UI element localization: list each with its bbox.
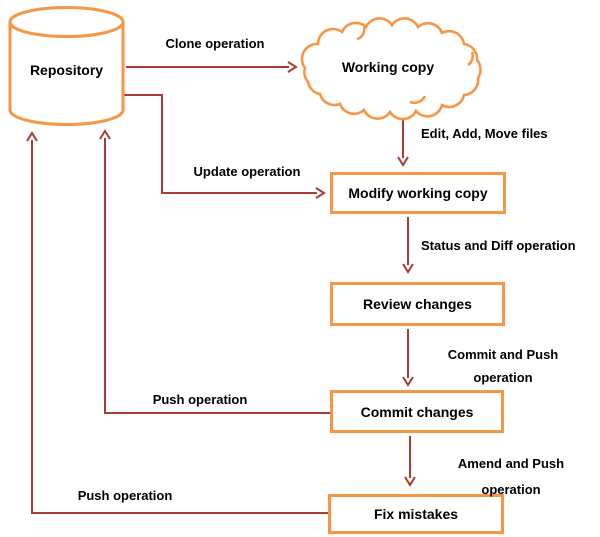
status-diff-operation-label: Status and Diff operation	[421, 238, 576, 253]
fix-mistakes-box: Fix mistakes	[328, 494, 504, 534]
commit-push-operation-label: Commit and Push operation	[447, 347, 559, 385]
push-operation-commit-label: Push operation	[152, 392, 248, 407]
modify-working-copy-label: Modify working copy	[348, 185, 488, 201]
review-changes-label: Review changes	[363, 296, 472, 312]
commit-changes-box: Commit changes	[330, 390, 504, 433]
working-copy-cloud-shape	[300, 17, 482, 121]
repository-cylinder-shape	[8, 6, 125, 126]
push-from-commit-arrow	[99, 129, 330, 414]
repository-node-label: Repository	[29, 62, 104, 78]
review-changes-box: Review changes	[330, 282, 505, 326]
commit-changes-label: Commit changes	[360, 403, 474, 420]
push-from-fix-arrow	[26, 131, 328, 514]
working-copy-node-label: Working copy	[341, 59, 435, 75]
amend-push-operation-label: Amend and Push operation	[457, 456, 565, 497]
clone-operation-label: Clone operation	[165, 36, 265, 51]
push-operation-fix-label: Push operation	[77, 488, 173, 503]
edit-add-move-label: Edit, Add, Move files	[421, 126, 548, 141]
update-operation-label: Update operation	[193, 164, 301, 179]
fix-mistakes-label: Fix mistakes	[373, 506, 459, 522]
modify-working-copy-box: Modify working copy	[330, 172, 506, 214]
update-arrow	[123, 94, 326, 199]
